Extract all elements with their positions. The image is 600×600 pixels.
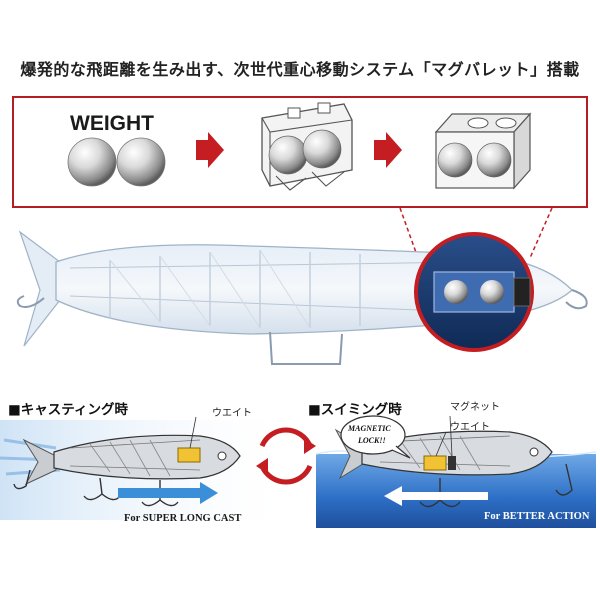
magnet-label: マグネット <box>450 402 500 413</box>
closed-cage-icon <box>434 112 532 190</box>
zoom-lines <box>399 207 553 259</box>
swimming-title: ■スイミング時 <box>308 402 402 418</box>
cycle-arrows-icon <box>256 427 316 485</box>
weight-balls <box>67 137 166 187</box>
swimming-diagram <box>315 415 597 528</box>
headline: 爆発的な飛距離を生み出す、次世代重心移動システム「マグバレット」搭載 <box>20 60 580 79</box>
casting-title: ■キャスティング時 <box>8 402 128 418</box>
bubble-text-line1: MAGNETIC <box>348 424 391 433</box>
weight-label: WEIGHT <box>70 112 154 135</box>
casting-caption: For SUPER LONG CAST <box>124 513 242 524</box>
swimming-caption: For BETTER ACTION <box>484 511 590 522</box>
weight-system-box <box>12 96 588 208</box>
casting-diagram <box>0 416 300 520</box>
step-arrow-1-icon <box>196 132 224 168</box>
step-arrow-2-icon <box>374 132 402 168</box>
casting-weight-label: ウエイト <box>212 408 252 419</box>
open-cage-icon <box>261 102 353 191</box>
swimming-weight-label: ウエイト <box>450 422 490 433</box>
magnet-zoom-circle <box>414 232 534 352</box>
bubble-text-line2: LOCK!! <box>358 436 386 445</box>
